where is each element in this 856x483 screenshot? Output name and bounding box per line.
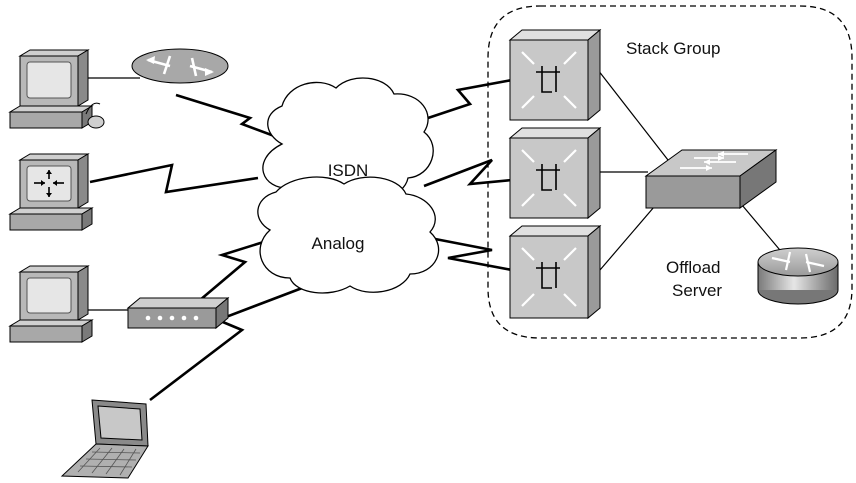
analog-cloud-icon: Analog [257, 176, 440, 294]
serial-link-icon [89, 78, 513, 402]
stack-group-boundary [487, 5, 853, 339]
isdn-cloud-icon: ISDN [262, 77, 434, 204]
offload-router-icon [757, 247, 839, 305]
offload-label-line2: Server [672, 281, 722, 300]
isdn-label: ISDN [328, 161, 369, 180]
router-icon [131, 48, 229, 84]
laptop-icon [60, 399, 149, 479]
offload-label-line1: Offload [666, 258, 721, 277]
access-server-icon [508, 126, 602, 220]
access-server-stack [508, 28, 602, 320]
analog-label: Analog [312, 234, 365, 253]
stack-group-label: Stack Group [626, 39, 721, 58]
desktop-pc-icon [8, 49, 140, 129]
access-server-icon [508, 28, 602, 122]
desktop-router-icon [8, 153, 94, 231]
modem-icon [126, 296, 230, 330]
access-server-icon [508, 224, 602, 320]
desktop-pc-icon [8, 265, 130, 343]
workgroup-switch-icon [644, 149, 778, 209]
